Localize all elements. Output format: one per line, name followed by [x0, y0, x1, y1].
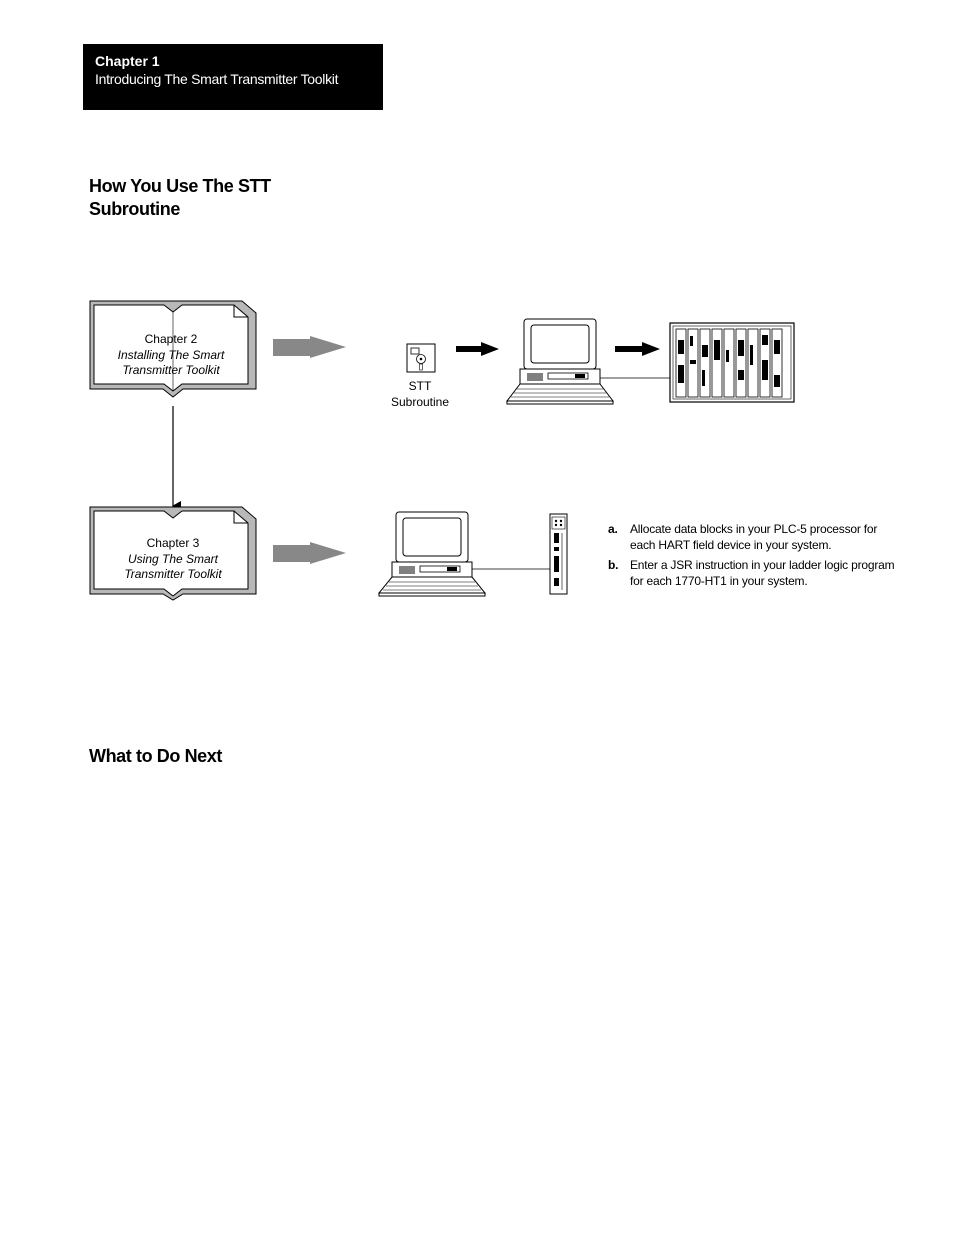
steps-list: a. Allocate data blocks in your PLC-5 pr…	[608, 521, 898, 593]
step-item-a: a. Allocate data blocks in your PLC-5 pr…	[608, 521, 898, 553]
chapter-number: Chapter 1	[95, 53, 160, 69]
book1-label: Chapter 2	[145, 332, 198, 346]
gray-arrow-1-icon	[273, 336, 346, 358]
heading-line-1: How You Use The STT	[89, 176, 271, 196]
section-heading-what-next: What to Do Next	[89, 746, 222, 766]
gray-arrow-2-icon	[273, 542, 346, 564]
black-arrow-2-icon	[615, 342, 660, 356]
book1-title-line2: Transmitter Toolkit	[122, 363, 220, 377]
chapter-title: Introducing The Smart Transmitter Toolki…	[95, 71, 339, 87]
book2-title-line2: Transmitter Toolkit	[124, 567, 222, 581]
book-chapter-2-icon: Chapter 2 Installing The Smart Transmitt…	[89, 300, 257, 398]
section-heading-how-you-use: How You Use The STT Subroutine	[89, 175, 271, 221]
book2-label: Chapter 3	[147, 536, 200, 550]
heading-line-2: Subroutine	[89, 199, 180, 219]
step-item-b: b. Enter a JSR instruction in your ladde…	[608, 557, 898, 589]
disk-label-line2: Subroutine	[391, 395, 449, 409]
floppy-disk-icon	[406, 343, 436, 373]
book-chapter-3-icon: Chapter 3 Using The Smart Transmitter To…	[89, 506, 257, 601]
step-label: a.	[608, 522, 618, 536]
computer-terminal-2-icon	[377, 511, 487, 597]
chapter-header: Chapter 1 Introducing The Smart Transmit…	[83, 44, 383, 110]
step-label: b.	[608, 558, 619, 572]
black-arrow-1-icon	[456, 342, 499, 356]
computer-terminal-1-icon	[505, 318, 615, 405]
step-text: Enter a JSR instruction in your ladder l…	[630, 558, 895, 588]
plc-chassis-icon	[669, 322, 795, 403]
plc-processor-module-icon	[549, 513, 568, 595]
disk-label-line1: STT	[409, 379, 432, 393]
book1-title-line1: Installing The Smart	[118, 348, 225, 362]
step-text: Allocate data blocks in your PLC-5 proce…	[630, 522, 878, 552]
book2-title-line1: Using The Smart	[128, 552, 219, 566]
